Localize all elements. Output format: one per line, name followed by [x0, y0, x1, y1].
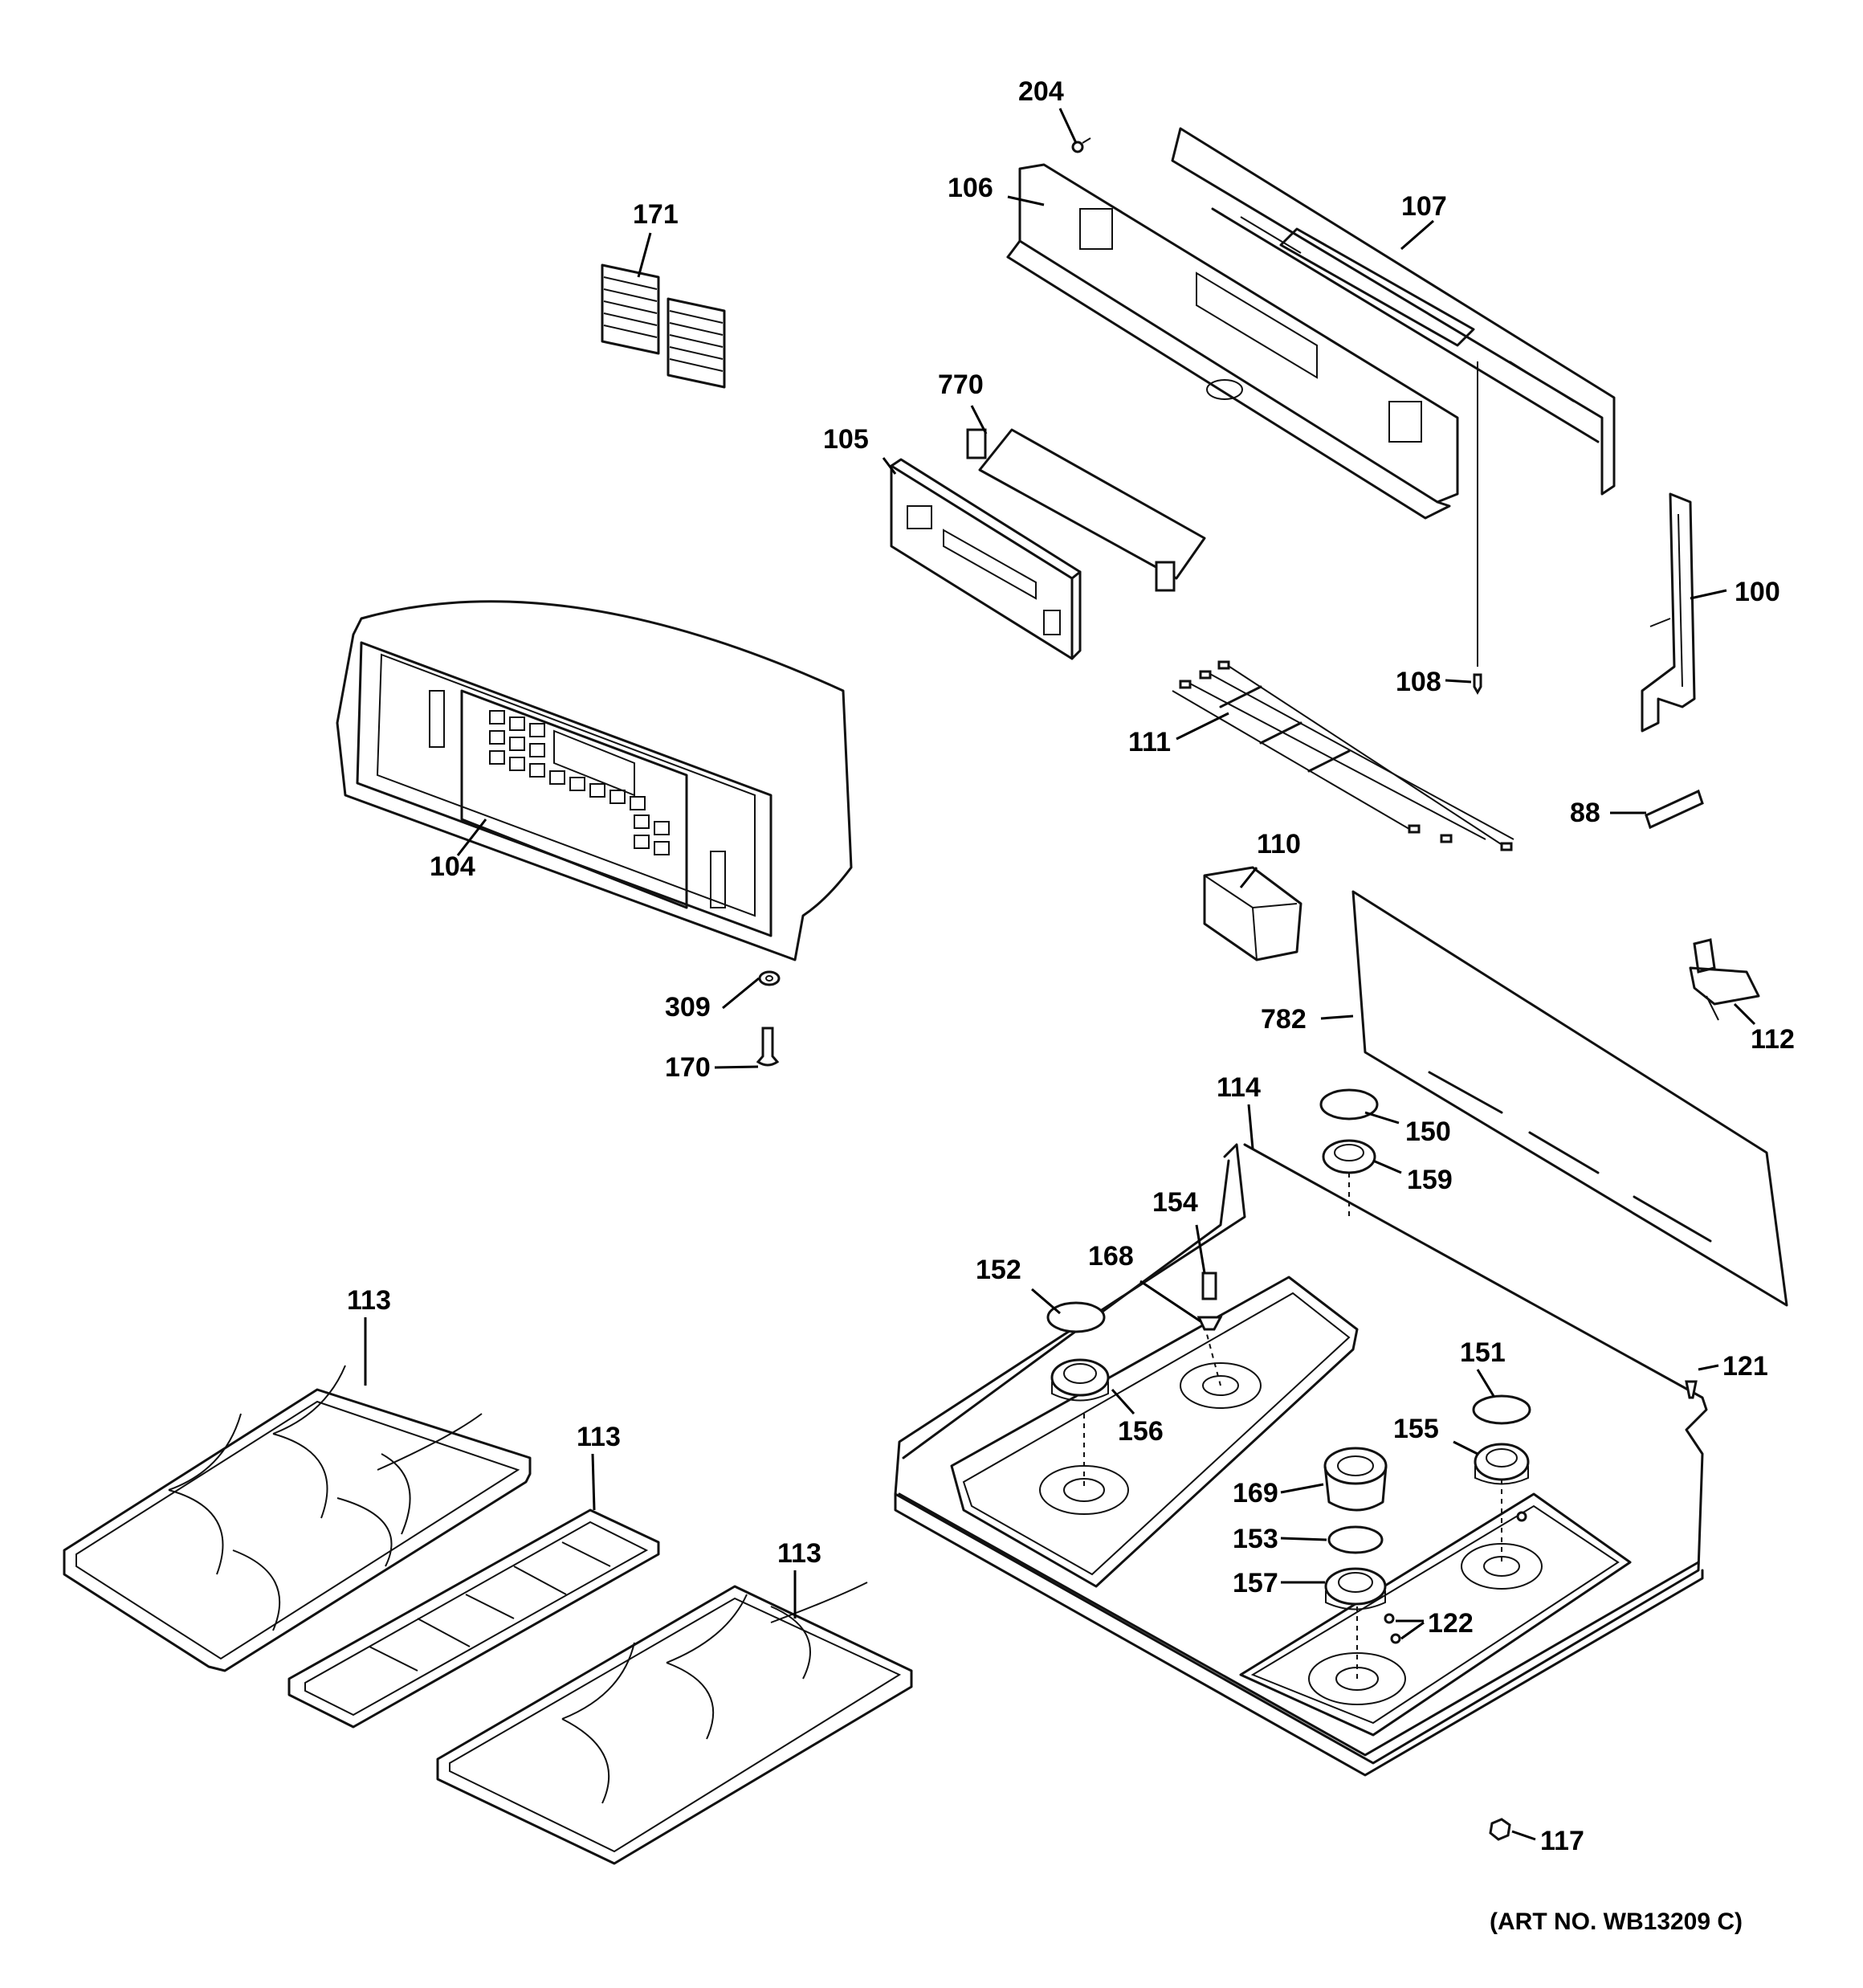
- label-113-left: 113: [347, 1285, 391, 1316]
- screw-121: [1685, 1380, 1698, 1399]
- label-110: 110: [1257, 829, 1301, 859]
- burner-cap-150: [1319, 1088, 1379, 1121]
- label-153: 153: [1233, 1524, 1278, 1554]
- label-111: 111: [1128, 727, 1171, 757]
- wire-harness-111: [1172, 660, 1514, 851]
- label-152: 152: [976, 1255, 1021, 1285]
- label-88: 88: [1570, 798, 1600, 828]
- label-168: 168: [1088, 1241, 1134, 1272]
- label-122: 122: [1428, 1608, 1474, 1639]
- label-170: 170: [665, 1052, 711, 1083]
- washer-309: [758, 970, 781, 986]
- label-107: 107: [1401, 191, 1447, 222]
- vent-grille-171: [601, 263, 726, 389]
- label-309: 309: [665, 992, 711, 1023]
- grate-113-middle: [287, 1508, 660, 1729]
- label-157: 157: [1233, 1568, 1278, 1598]
- callout-labels: 204 106 107 171 770 105 100 108 111 88 1…: [347, 76, 1795, 1856]
- label-782: 782: [1261, 1004, 1307, 1035]
- label-114: 114: [1217, 1072, 1261, 1103]
- art-number: (ART NO. WB13209 C): [1490, 1908, 1743, 1935]
- label-156: 156: [1118, 1416, 1164, 1447]
- label-150: 150: [1405, 1116, 1451, 1147]
- module-110: [1203, 866, 1302, 961]
- cooktop-114: [894, 1143, 1708, 1777]
- burner-cap-151: [1472, 1394, 1531, 1425]
- orifice-168: [1196, 1316, 1223, 1331]
- burner-cap-152: [1046, 1301, 1106, 1333]
- nut-117: [1489, 1818, 1511, 1841]
- grate-113-left: [63, 1365, 532, 1672]
- screw-108: [1473, 673, 1482, 696]
- label-113-middle: 113: [577, 1422, 621, 1452]
- clip-88: [1645, 789, 1704, 830]
- label-151: 151: [1460, 1337, 1506, 1368]
- burner-head-155: [1474, 1443, 1530, 1485]
- burner-base-169: [1323, 1447, 1388, 1512]
- burner-head-156: [1050, 1358, 1110, 1402]
- grate-113-right: [436, 1582, 913, 1865]
- top-panel-107: [1171, 127, 1616, 667]
- side-trim-100: [1641, 492, 1696, 733]
- label-108: 108: [1396, 667, 1441, 697]
- label-159: 159: [1407, 1165, 1453, 1195]
- leader-lines: [364, 108, 1756, 1841]
- screws-122: [1384, 1511, 1527, 1644]
- bracket-770: [966, 428, 1206, 592]
- burner-cap-153: [1327, 1525, 1384, 1554]
- label-100: 100: [1735, 577, 1780, 607]
- label-104: 104: [430, 851, 475, 882]
- switch-112: [1689, 938, 1760, 1021]
- control-board-105: [890, 458, 1082, 660]
- burner-head-157: [1324, 1567, 1387, 1610]
- label-112: 112: [1751, 1024, 1795, 1055]
- label-171: 171: [633, 199, 679, 230]
- label-154: 154: [1152, 1187, 1198, 1218]
- label-105: 105: [823, 424, 869, 455]
- screw-204: [1071, 137, 1091, 153]
- label-204: 204: [1018, 76, 1064, 107]
- back-guard-782: [1351, 890, 1788, 1307]
- label-106: 106: [948, 173, 993, 203]
- label-113-right: 113: [777, 1538, 821, 1569]
- back-panel-106: [1006, 163, 1459, 520]
- label-121: 121: [1722, 1351, 1768, 1382]
- label-770: 770: [938, 369, 984, 400]
- label-169: 169: [1233, 1478, 1278, 1508]
- control-panel-104: [336, 600, 853, 961]
- label-117: 117: [1540, 1826, 1584, 1856]
- electrode-154: [1201, 1272, 1217, 1300]
- label-155: 155: [1393, 1414, 1439, 1444]
- screw-170: [756, 1027, 780, 1067]
- burner-head-159: [1322, 1139, 1376, 1174]
